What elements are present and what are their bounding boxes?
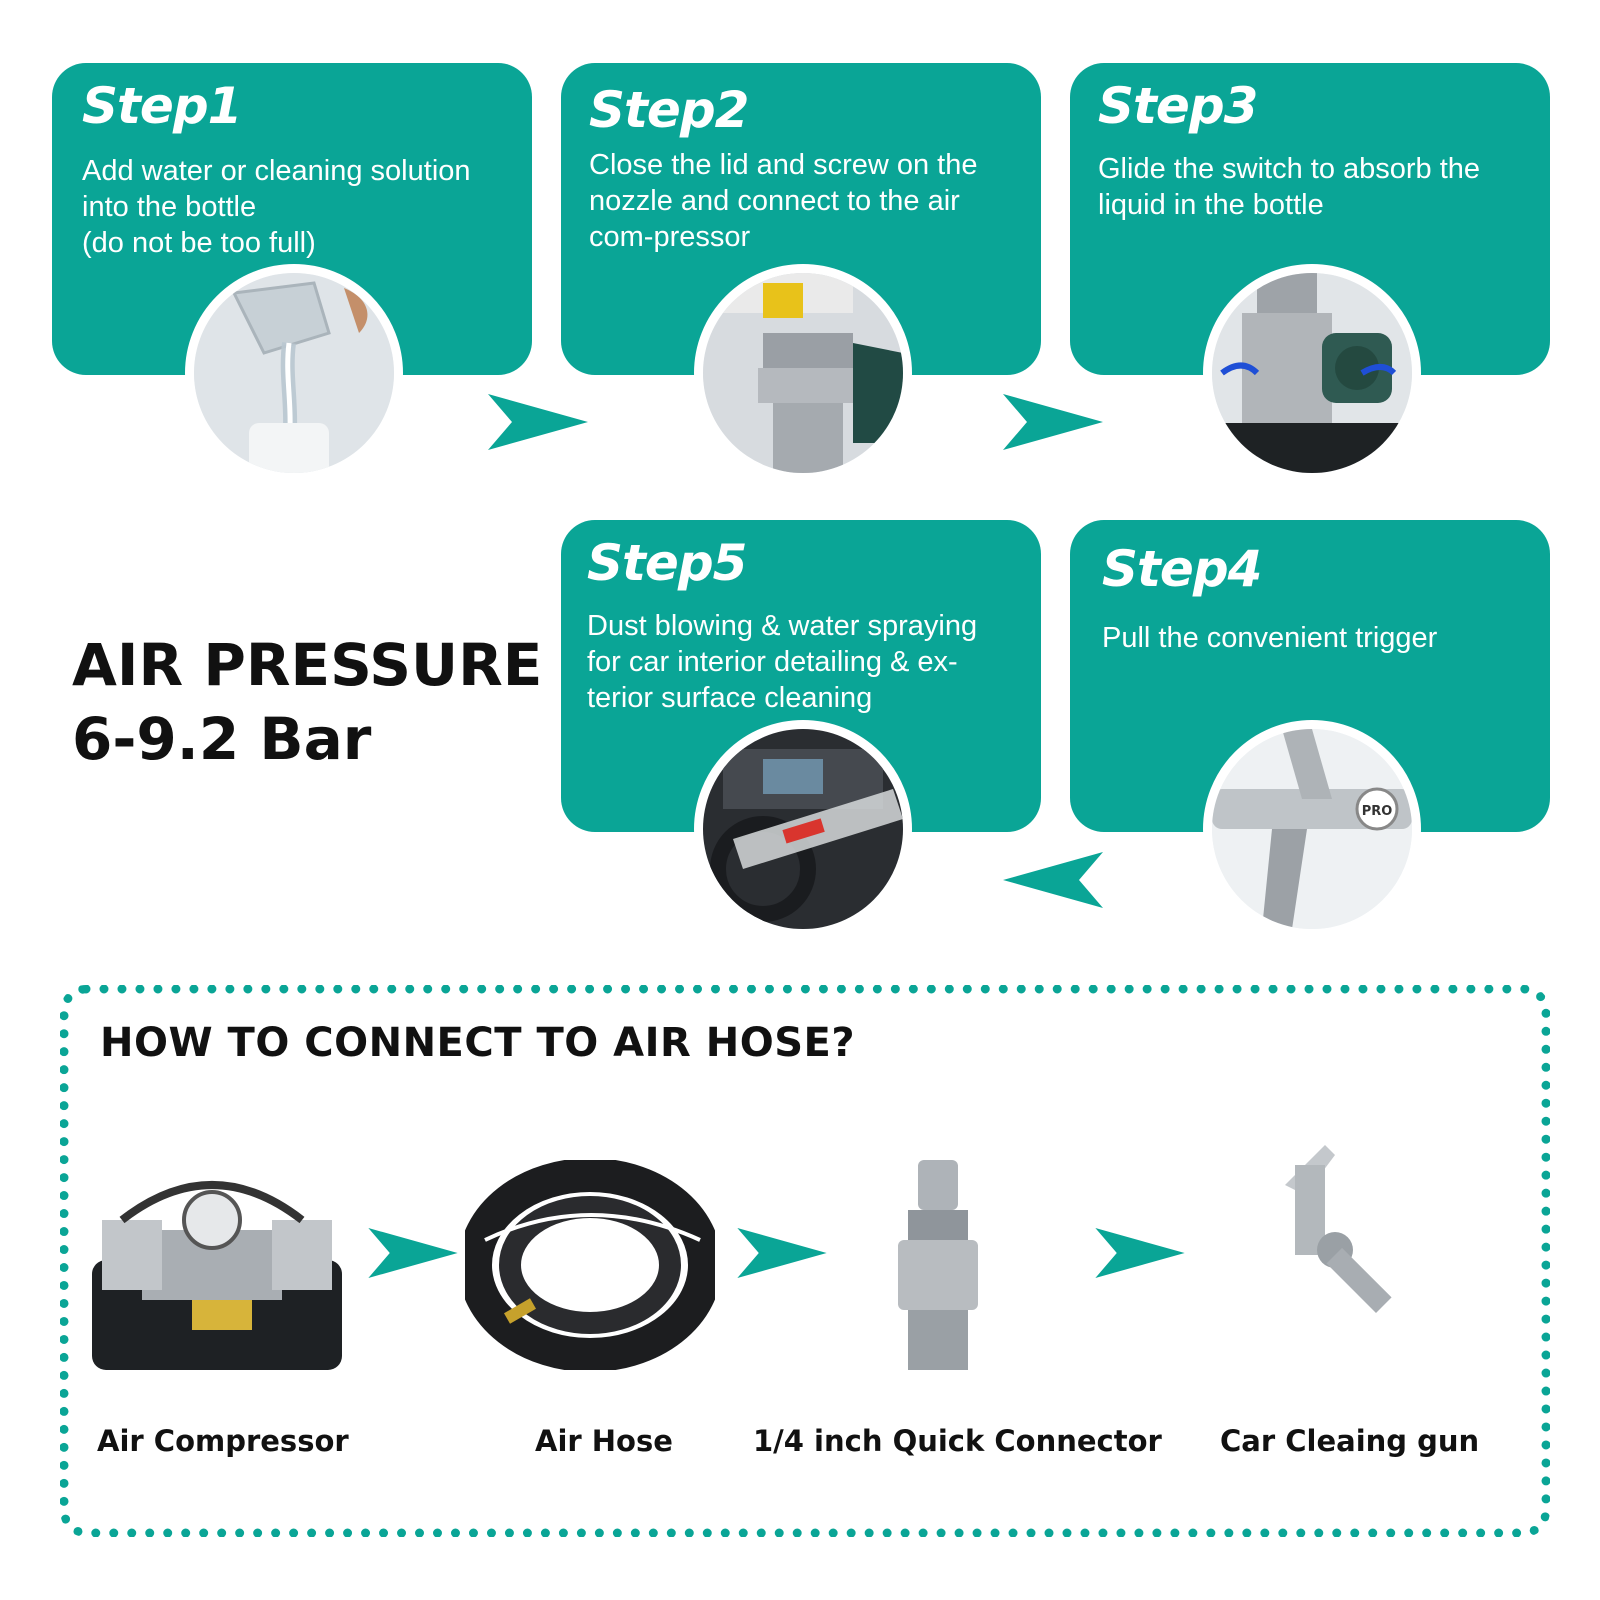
arrow-right-icon: [1003, 394, 1103, 450]
arrow-right-icon: [732, 1228, 832, 1278]
step5-title: Step5: [587, 534, 747, 592]
connect-title: HOW TO CONNECT TO AIR HOSE?: [100, 1020, 856, 1066]
arrow-right-icon: [363, 1228, 463, 1278]
pro-badge: PRO: [1362, 804, 1393, 819]
air-pressure-heading: AIR PRESSURE 6-9.2 Bar: [72, 628, 542, 776]
step5-description: Dust blowing & water spraying for car in…: [587, 610, 978, 714]
step2-description: Close the lid and screw on the nozzle an…: [589, 149, 978, 253]
nozzle-connector-icon: [694, 264, 912, 482]
step1-title: Step1: [82, 77, 242, 135]
step4-title: Step4: [1102, 540, 1262, 598]
connect-section: [60, 985, 1550, 1537]
cleaning-gun-icon: [1255, 1145, 1405, 1335]
air-compressor-label: Air Compressor: [97, 1424, 349, 1458]
step3-description: Glide the switch to absorb the liquid in…: [1098, 153, 1481, 221]
valve-switch-icon: [1203, 264, 1421, 482]
air-pressure-value: 6-9.2 Bar: [72, 705, 372, 773]
air-compressor-icon: [82, 1160, 352, 1390]
quick-connector-icon: [888, 1160, 988, 1370]
car-interior-icon: [694, 720, 912, 938]
step4-card: Step4 Pull the convenient trigger: [1070, 520, 1550, 832]
step2-title: Step2: [589, 81, 749, 139]
trigger-icon: PRO: [1203, 720, 1421, 938]
step4-description: Pull the convenient trigger: [1102, 622, 1438, 654]
step3-title: Step3: [1098, 77, 1258, 135]
quick-connector-label: 1/4 inch Quick Connector: [753, 1424, 1162, 1458]
pouring-water-icon: [185, 264, 403, 482]
air-pressure-label: AIR PRESSURE: [72, 631, 543, 699]
arrow-right-icon: [488, 394, 588, 450]
air-hose-label: Air Hose: [535, 1424, 673, 1458]
arrow-left-icon: [1003, 852, 1103, 908]
cleaning-gun-label: Car Cleaing gun: [1220, 1424, 1480, 1458]
step1-description: Add water or cleaning solution into the …: [82, 155, 471, 259]
air-hose-icon: [465, 1160, 715, 1370]
arrow-right-icon: [1090, 1228, 1190, 1278]
